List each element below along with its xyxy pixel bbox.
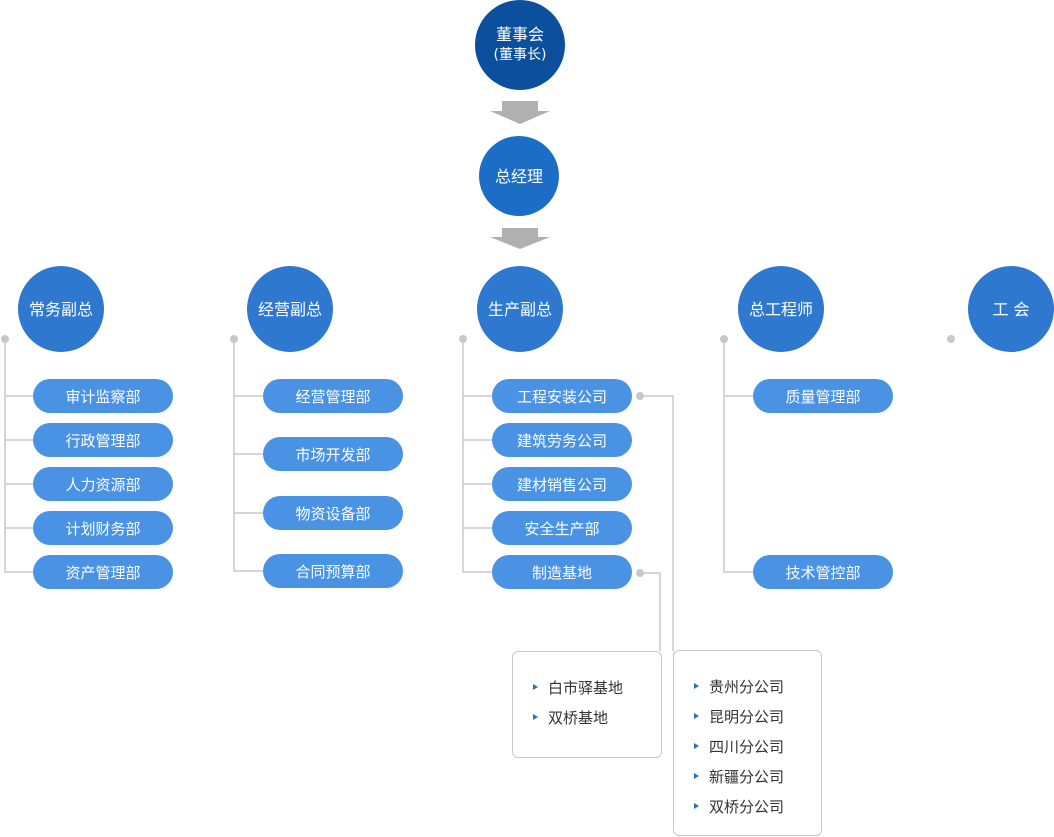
dept-manufacturing: 制造基地 bbox=[492, 555, 632, 589]
down-arrow-1 bbox=[490, 101, 550, 124]
branch-label: 贵州分公司 bbox=[709, 677, 785, 696]
triangle-bullet-icon bbox=[694, 773, 699, 779]
triangle-bullet-icon bbox=[533, 714, 538, 720]
list-item: 新疆分公司 bbox=[694, 761, 821, 791]
dept-label: 工程安装公司 bbox=[516, 387, 607, 406]
dept-labor: 建筑劳务公司 bbox=[492, 423, 632, 457]
list-item: 昆明分公司 bbox=[694, 701, 821, 731]
dept-label: 计划财务部 bbox=[65, 519, 141, 538]
board-title: 董事会 bbox=[495, 25, 544, 44]
dept-audit: 审计监察部 bbox=[33, 379, 173, 413]
vp-label: 常务副总 bbox=[28, 299, 93, 319]
installation-branches-box: 贵州分公司 昆明分公司 四川分公司 新疆分公司 双桥分公司 bbox=[673, 650, 822, 836]
dept-market: 市场开发部 bbox=[263, 437, 403, 471]
dept-label: 建筑劳务公司 bbox=[516, 431, 607, 450]
triangle-bullet-icon bbox=[694, 713, 699, 719]
dept-label: 建材销售公司 bbox=[516, 475, 607, 494]
triangle-bullet-icon bbox=[694, 743, 699, 749]
list-item: 四川分公司 bbox=[694, 731, 821, 761]
vp-node-operations: 经营副总 bbox=[247, 266, 333, 352]
vp-node-chief-engineer: 总工程师 bbox=[738, 266, 824, 352]
dept-label: 质量管理部 bbox=[785, 387, 861, 406]
branch-label: 昆明分公司 bbox=[709, 707, 785, 726]
vp-label: 工 会 bbox=[992, 299, 1030, 319]
dept-assets: 资产管理部 bbox=[33, 555, 173, 589]
dept-finance: 计划财务部 bbox=[33, 511, 173, 545]
dept-label: 合同预算部 bbox=[295, 562, 371, 581]
dept-hr: 人力资源部 bbox=[33, 467, 173, 501]
triangle-bullet-icon bbox=[694, 683, 699, 689]
dept-business-mgmt: 经营管理部 bbox=[263, 379, 403, 413]
dept-label: 审计监察部 bbox=[65, 387, 141, 406]
vp-node-production: 生产副总 bbox=[477, 266, 563, 352]
dept-installation: 工程安装公司 bbox=[492, 379, 632, 413]
dept-quality: 质量管理部 bbox=[753, 379, 893, 413]
vp-label: 经营副总 bbox=[257, 299, 322, 319]
dept-label: 行政管理部 bbox=[65, 431, 141, 450]
base-label: 白市驿基地 bbox=[548, 678, 624, 697]
manufacturing-bases-box: 白市驿基地 双桥基地 bbox=[512, 651, 662, 758]
general-manager-node: 总经理 bbox=[479, 136, 559, 216]
dept-label: 制造基地 bbox=[531, 563, 592, 582]
dept-materials: 物资设备部 bbox=[263, 496, 403, 530]
dept-label: 物资设备部 bbox=[295, 504, 371, 523]
branch-label: 四川分公司 bbox=[709, 737, 785, 756]
triangle-bullet-icon bbox=[694, 803, 699, 809]
branch-label: 新疆分公司 bbox=[709, 767, 785, 786]
dept-label: 经营管理部 bbox=[295, 387, 371, 406]
vp-label: 总工程师 bbox=[748, 299, 813, 319]
dept-label: 安全生产部 bbox=[524, 519, 600, 538]
list-item: 白市驿基地 bbox=[533, 672, 661, 702]
dept-label: 资产管理部 bbox=[65, 563, 141, 582]
vp-node-union: 工 会 bbox=[968, 266, 1054, 352]
dept-label: 市场开发部 bbox=[295, 445, 371, 464]
dept-safety: 安全生产部 bbox=[492, 511, 632, 545]
base-label: 双桥基地 bbox=[548, 708, 609, 727]
list-item: 双桥分公司 bbox=[694, 791, 821, 821]
vp-label: 生产副总 bbox=[487, 299, 552, 319]
branch-label: 双桥分公司 bbox=[709, 797, 785, 816]
dept-label: 技术管控部 bbox=[785, 563, 861, 582]
board-subtitle: (董事长) bbox=[493, 47, 547, 63]
dept-admin: 行政管理部 bbox=[33, 423, 173, 457]
gm-title: 总经理 bbox=[494, 166, 543, 186]
down-arrow-2 bbox=[490, 228, 550, 249]
dept-contract: 合同预算部 bbox=[263, 554, 403, 588]
list-item: 贵州分公司 bbox=[694, 671, 821, 701]
dept-building-materials: 建材销售公司 bbox=[492, 467, 632, 501]
triangle-bullet-icon bbox=[533, 684, 538, 690]
dept-label: 人力资源部 bbox=[65, 475, 141, 494]
vp-node-executive: 常务副总 bbox=[18, 266, 104, 352]
board-node: 董事会 (董事长) bbox=[475, 0, 565, 90]
list-item: 双桥基地 bbox=[533, 702, 661, 732]
dept-tech-control: 技术管控部 bbox=[753, 555, 893, 589]
